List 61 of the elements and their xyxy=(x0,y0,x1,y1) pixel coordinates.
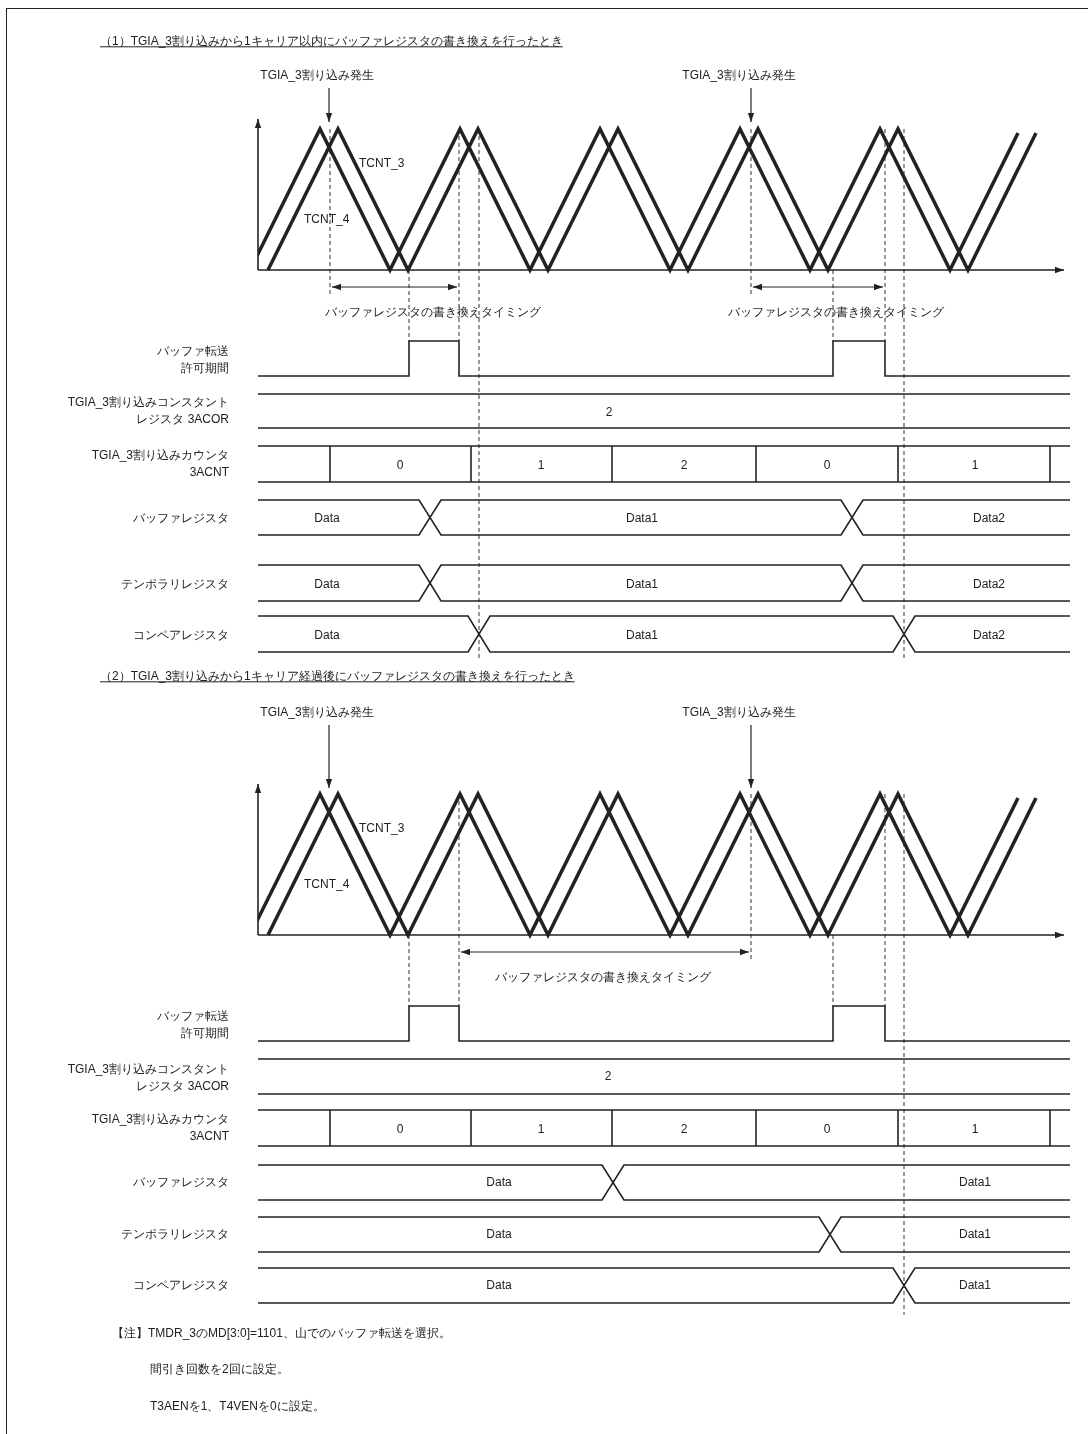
signal-value: Data xyxy=(486,1226,512,1244)
signal-value: 2 xyxy=(604,1068,612,1086)
arrow xyxy=(747,87,755,123)
signal-value: Data2 xyxy=(973,576,1005,594)
waveform-label: TCNT_3 xyxy=(359,155,405,173)
counter-waveform-drawing xyxy=(258,125,1038,274)
event-label: TGIA_3割り込み発生 xyxy=(682,704,796,722)
signal-value: 1 xyxy=(537,457,545,475)
section-heading: （2）TGIA_3割り込みから1キャリア経過後にバッファレジスタの書き換えを行ったとき xyxy=(100,668,575,686)
signal-value: 1 xyxy=(971,1121,979,1139)
signal-name: テンポラリレジスタ xyxy=(121,576,229,594)
event-label: TGIA_3割り込み発生 xyxy=(260,67,374,85)
signal-value: Data1 xyxy=(626,627,658,645)
signal-value: 0 xyxy=(396,1121,404,1139)
event-label: TGIA_3割り込み発生 xyxy=(260,704,374,722)
signal-value: Data1 xyxy=(959,1226,991,1244)
waveform-label: TCNT_4 xyxy=(304,876,350,894)
signal-value: Data1 xyxy=(626,510,658,528)
waveform-label: TCNT_3 xyxy=(359,820,405,838)
counter-waveform-drawing xyxy=(258,790,1038,939)
signal-name: バッファレジスタ xyxy=(133,510,229,528)
signal-value: Data1 xyxy=(959,1277,991,1295)
signal-value: 2 xyxy=(680,457,688,475)
arrow xyxy=(747,724,755,789)
signal-name: TGIA_3割り込みカウンタ 3ACNT xyxy=(90,446,229,481)
waveform-label: TCNT_4 xyxy=(304,211,350,229)
signal-value: 0 xyxy=(823,457,831,475)
timing-label: バッファレジスタの書き換えタイミング xyxy=(728,304,944,322)
signal-value: Data2 xyxy=(973,510,1005,528)
signal-name: コンペアレジスタ xyxy=(133,1277,229,1295)
signal-value: 1 xyxy=(537,1121,545,1139)
signal-value: Data xyxy=(314,627,340,645)
signal-name: TGIA_3割り込みコンスタントレジスタ 3ACOR xyxy=(66,1060,229,1095)
signal-value: 0 xyxy=(823,1121,831,1139)
signal-value: 1 xyxy=(971,457,979,475)
signal-name: バッファレジスタ xyxy=(133,1174,229,1192)
signal-value: 2 xyxy=(680,1121,688,1139)
timing-label: バッファレジスタの書き換えタイミング xyxy=(495,969,711,987)
signal-name: TGIA_3割り込みコンスタントレジスタ 3ACOR xyxy=(66,393,229,428)
signal-value: 0 xyxy=(396,457,404,475)
signal-name: TGIA_3割り込みカウンタ 3ACNT xyxy=(90,1110,229,1145)
timing-label: バッファレジスタの書き換えタイミング xyxy=(325,304,541,322)
note-text: 間引き回数を2回に設定。 xyxy=(150,1361,289,1379)
arrow xyxy=(325,87,333,123)
signal-name: バッファ転送許可期間 xyxy=(156,1007,229,1042)
note-text: 【注】TMDR_3のMD[3:0]=1101、山でのバッファ転送を選択。 xyxy=(112,1325,451,1343)
signal-value: Data1 xyxy=(626,576,658,594)
signal-name: テンポラリレジスタ xyxy=(121,1226,229,1244)
event-label: TGIA_3割り込み発生 xyxy=(682,67,796,85)
signal-name: コンペアレジスタ xyxy=(133,627,229,645)
signal-name: バッファ転送許可期間 xyxy=(156,342,229,377)
signal-value: Data xyxy=(486,1277,512,1295)
signal-value: 2 xyxy=(605,404,613,422)
signal-value: Data xyxy=(314,576,340,594)
arrow xyxy=(325,724,333,789)
signal-value: Data xyxy=(314,510,340,528)
signal-value: Data xyxy=(486,1174,512,1192)
signal-value: Data1 xyxy=(959,1174,991,1192)
signal-value: Data2 xyxy=(973,627,1005,645)
section-heading: （1）TGIA_3割り込みから1キャリア以内にバッファレジスタの書き換えを行ったとき xyxy=(100,33,563,51)
note-text: T3AENを1、T4VENを0に設定。 xyxy=(150,1398,325,1416)
